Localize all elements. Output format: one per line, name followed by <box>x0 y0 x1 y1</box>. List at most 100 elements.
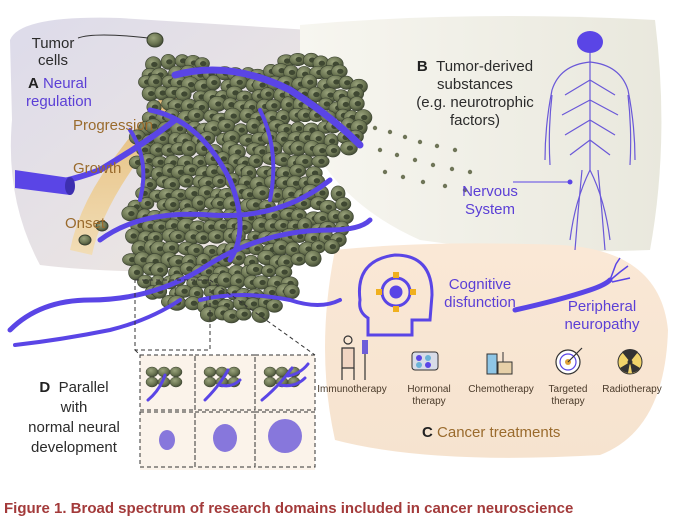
tumor-cell-nucleus <box>346 145 354 151</box>
tumor-cells-leader <box>77 34 149 39</box>
tumor-cell-nucleus <box>140 257 147 263</box>
tumor-cell-nucleus <box>141 147 149 153</box>
treatment-label-line1: Targeted <box>548 384 588 395</box>
peripheral-line2: neuropathy <box>564 316 640 333</box>
tumor-cell-nucleus <box>133 269 141 276</box>
tumor-cell-nucleus <box>222 277 230 283</box>
tumor-cell-nucleus <box>259 149 266 155</box>
tumor-cell-nucleus <box>258 222 265 228</box>
panel-a-letter: A <box>28 75 39 92</box>
tumor-cell-nucleus <box>177 192 184 198</box>
tumor-cell-nucleus <box>252 234 259 240</box>
tumor-cell-nucleus <box>170 223 178 229</box>
treatment-label-line1: Radiotherapy <box>602 384 662 395</box>
development-nerves <box>146 362 310 402</box>
tumor-cell-nucleus <box>181 288 188 294</box>
tumor-cell-nucleus <box>129 257 136 263</box>
treatment-label-line1: Chemotherapy <box>468 384 534 395</box>
immunotherapy-icon <box>341 335 368 380</box>
tumor-cell-nucleus <box>333 79 340 85</box>
substance-dots <box>372 125 473 193</box>
tumor-cell-nucleus <box>310 255 318 262</box>
tumor-cell-nucleus <box>283 126 290 133</box>
tumor-cell-nucleus <box>148 90 155 97</box>
tumor-cell-nucleus <box>253 158 260 164</box>
tumor-cell-nucleus <box>201 258 208 265</box>
panel-d-line1: Parallel <box>58 379 109 396</box>
panel-d-frames <box>134 279 316 468</box>
nervous-line1: Nervous <box>462 183 518 200</box>
tumor-cell-nucleus <box>315 135 322 142</box>
tumor-cell-nucleus <box>336 237 343 243</box>
tumor-cell-nucleus <box>285 102 293 108</box>
tumor-cell-nucleus <box>176 126 184 132</box>
tumor-cell <box>146 32 164 48</box>
tumor-cell-nucleus <box>165 192 172 198</box>
stage-onset-label: Onset <box>65 215 106 232</box>
nervous-system-figure <box>544 31 636 251</box>
tumor-cell-nucleus <box>204 135 212 141</box>
nerve-stump <box>15 170 70 195</box>
development-embryos <box>159 419 302 453</box>
gear-teeth-icon <box>376 272 416 312</box>
tumor-cell-nucleus <box>292 180 300 186</box>
tumor-cell-nucleus <box>137 245 145 251</box>
tumor-cell-nucleus <box>302 112 310 118</box>
tumor-cell-nucleus <box>242 94 249 100</box>
tumor-cell-nucleus <box>265 91 272 97</box>
tumor-cell-nucleus <box>318 60 326 66</box>
tumor-cell-nucleus <box>230 113 237 119</box>
tumor-cell <box>95 220 109 232</box>
tumor-cell-nucleus <box>209 248 216 254</box>
stage-progression-label: Progression <box>73 117 154 134</box>
tumor-cell-nucleus <box>184 178 191 184</box>
tumor-cell-nucleus <box>344 80 351 86</box>
tumor-cell-nucleus <box>310 235 318 241</box>
tumor-cell-nucleus <box>235 278 242 284</box>
tumor-cell-nucleus <box>280 156 288 163</box>
tumor-cell-nucleus <box>153 235 160 241</box>
tumor-cell-nucleus <box>193 112 201 118</box>
tumor-cell-nucleus <box>144 200 152 207</box>
tumor-cell-nucleus <box>296 256 303 262</box>
panel-a-title-line2: regulation <box>26 93 92 110</box>
nervous-system-label: Nervous System <box>455 183 525 219</box>
tumor-cell-nucleus <box>177 169 185 175</box>
tumor-cell-nucleus <box>274 192 281 198</box>
tumor-cell-nucleus <box>166 59 173 65</box>
tumor-cluster <box>78 32 373 388</box>
tumor-cells-line2: cells <box>37 52 68 69</box>
tumor-cell-nucleus <box>211 169 218 175</box>
tumor-cell-nucleus <box>155 147 162 153</box>
tumor-cell-nucleus <box>302 223 309 229</box>
tumor-cell-nucleus <box>156 171 163 177</box>
tumor-cell-nucleus <box>343 214 350 220</box>
peripheral-nerve-icon <box>512 257 631 313</box>
panel-d-line4: development <box>31 439 117 456</box>
tumor-cell-nucleus <box>254 246 261 252</box>
panel-d-letter: D <box>39 379 51 396</box>
tumor-cell-nucleus <box>184 223 191 229</box>
cognitive-line2: disfunction <box>444 294 516 311</box>
tumor-cell-nucleus <box>288 69 296 76</box>
tumor-cell-nucleus <box>332 213 340 220</box>
tumor-cell-nucleus <box>188 167 196 173</box>
panel-b-background <box>300 16 662 252</box>
treatment-radiotherapy-label: Radiotherapy <box>598 384 666 396</box>
tumor-cell-nucleus <box>361 114 368 121</box>
tumor-cell-nucleus <box>307 79 314 85</box>
tumor-cell-nucleus <box>323 234 331 241</box>
tumor-cell-nucleus <box>206 311 214 317</box>
tumor-cell-nucleus <box>151 61 158 68</box>
tumor-cell-nucleus <box>329 138 336 144</box>
tumor-cell-nucleus <box>278 68 285 74</box>
tumor-cell-nucleus <box>251 123 258 129</box>
tumor-cell-nucleus <box>342 101 350 108</box>
tumor-cell-nucleus <box>295 126 303 132</box>
panel-c-background <box>325 243 668 458</box>
tumor-cell-nucleus <box>214 234 221 240</box>
tumor-cell <box>78 234 92 246</box>
tumor-cell-nucleus <box>241 224 248 231</box>
tumor-cell-nucleus <box>200 235 207 241</box>
tumor-cell <box>169 366 183 378</box>
